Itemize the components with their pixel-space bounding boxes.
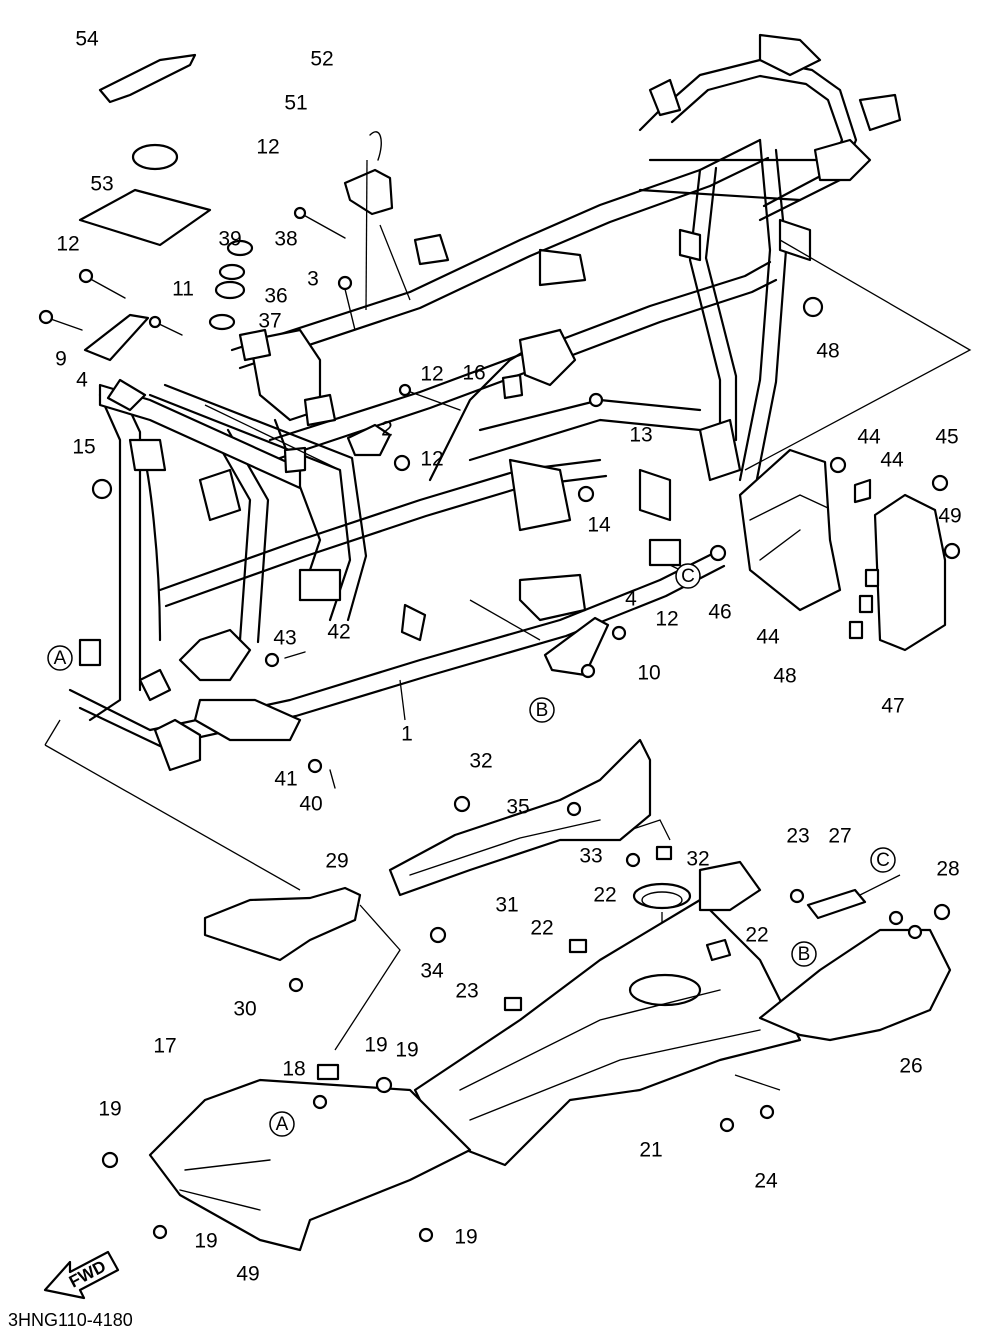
part-4-bracket-lower	[543, 616, 610, 677]
callout-42: 44	[756, 626, 780, 649]
callout-17: 19	[395, 1039, 418, 1062]
ref-marker-a-frame: A	[54, 648, 67, 669]
callout-37: 39	[218, 228, 241, 251]
callouts: 54 53 52 51 12 39 38 12 3 11 36 37 9 4 1…	[55, 28, 962, 1286]
reference-markers: A A B B C C	[47, 563, 896, 1137]
callout-32a: 33	[579, 845, 602, 868]
callout-14: 16	[462, 362, 485, 385]
ref-marker-b-guard: B	[798, 944, 811, 965]
callout-10: 12	[420, 363, 443, 386]
part-50-clamp	[343, 168, 394, 216]
callout-13: 15	[72, 436, 95, 459]
part-29-guard	[388, 738, 652, 897]
callout-22a: 22	[530, 917, 553, 940]
part-27-front-guard	[203, 886, 362, 962]
callout-21: 22	[593, 884, 616, 907]
callout-16: 18	[282, 1058, 305, 1081]
callout-20: 21	[639, 1139, 662, 1162]
callout-25: 27	[828, 825, 851, 848]
callout-24: 26	[899, 1055, 922, 1078]
callout-19b: 19	[194, 1230, 217, 1253]
callout-3: 3	[307, 268, 319, 291]
callout-4b: 4	[625, 588, 637, 611]
callout-23a: 23	[786, 825, 809, 848]
callout-30: 32	[469, 750, 492, 773]
callout-15: 17	[153, 1035, 176, 1058]
part-15-front-skid	[148, 1078, 472, 1252]
callout-22c: 23	[455, 980, 478, 1003]
callout-2: 2	[381, 418, 393, 441]
callout-44c: 46	[708, 601, 731, 624]
callout-47: 49	[938, 505, 961, 528]
callout-40: 42	[327, 621, 350, 644]
callout-43: 44	[880, 449, 904, 472]
part-24-rear-guard	[758, 928, 952, 1042]
callout-36: 38	[274, 228, 297, 251]
ref-marker-c-guard: C	[876, 850, 890, 871]
callout-41: 43	[273, 627, 296, 650]
guards-assembly	[101, 738, 952, 1252]
main-frame	[68, 33, 902, 772]
callout-6: 10	[637, 662, 660, 685]
callout-34: 36	[264, 285, 287, 308]
callout-12b: 14	[587, 514, 611, 537]
callout-22b: 22	[745, 924, 768, 947]
callout-5: 9	[55, 348, 67, 371]
ref-marker-a-skid: A	[276, 1114, 289, 1135]
part-4-bracket-upper	[83, 313, 150, 362]
callout-33: 35	[506, 796, 529, 819]
fwd-arrow: FWD	[43, 1250, 120, 1300]
part-21-ring	[632, 882, 692, 910]
part-52-plate	[78, 188, 212, 247]
callout-31: 32	[686, 848, 709, 871]
fasteners-top	[38, 53, 824, 789]
part-53-pad	[98, 53, 197, 104]
callout-12c: 12	[655, 608, 678, 631]
callout-50: 51	[284, 92, 307, 115]
callout-23b: 24	[754, 1170, 778, 1193]
callout-29: 31	[495, 894, 518, 917]
callout-44b: 45	[935, 426, 958, 449]
callout-19a: 19	[98, 1098, 121, 1121]
callout-8: 12	[56, 233, 79, 256]
callout-12a: 13	[629, 424, 652, 447]
callout-38: 40	[299, 793, 322, 816]
callout-27: 29	[325, 850, 348, 873]
callout-32b: 34	[420, 960, 444, 983]
part-45-cover	[873, 493, 947, 652]
callout-52: 53	[90, 173, 113, 196]
battery-box-assembly	[709, 448, 961, 652]
callout-49: 49	[236, 1263, 259, 1286]
callout-53: 54	[75, 28, 99, 51]
callout-11: 12	[420, 448, 443, 471]
callout-18: 19	[364, 1034, 387, 1057]
callout-26: 28	[936, 858, 959, 881]
part-20-skid-plate	[413, 898, 802, 1167]
ref-marker-c-frame: C	[681, 566, 695, 587]
callout-19c: 19	[454, 1226, 477, 1249]
ref-marker-b-frame: B	[536, 700, 549, 721]
part-54-disc	[131, 143, 179, 171]
part-42-battery-box	[738, 448, 842, 612]
callout-44a: 44	[857, 426, 881, 449]
callout-28: 30	[233, 998, 256, 1021]
callout-4a: 4	[76, 369, 88, 392]
part-2-bracket	[346, 423, 392, 457]
callout-7: 11	[172, 278, 194, 301]
assembly-guide-lines	[44, 224, 972, 1161]
callout-39: 41	[274, 768, 297, 791]
callout-35: 37	[258, 310, 281, 333]
callout-9: 12	[256, 136, 279, 159]
callout-1: 1	[401, 723, 413, 746]
callout-45: 47	[881, 695, 904, 718]
callout-46: 48	[773, 665, 796, 688]
drawing-code: 3HNG110-4180	[8, 1310, 133, 1330]
callout-48: 48	[816, 340, 839, 363]
callout-51: 52	[310, 48, 333, 71]
